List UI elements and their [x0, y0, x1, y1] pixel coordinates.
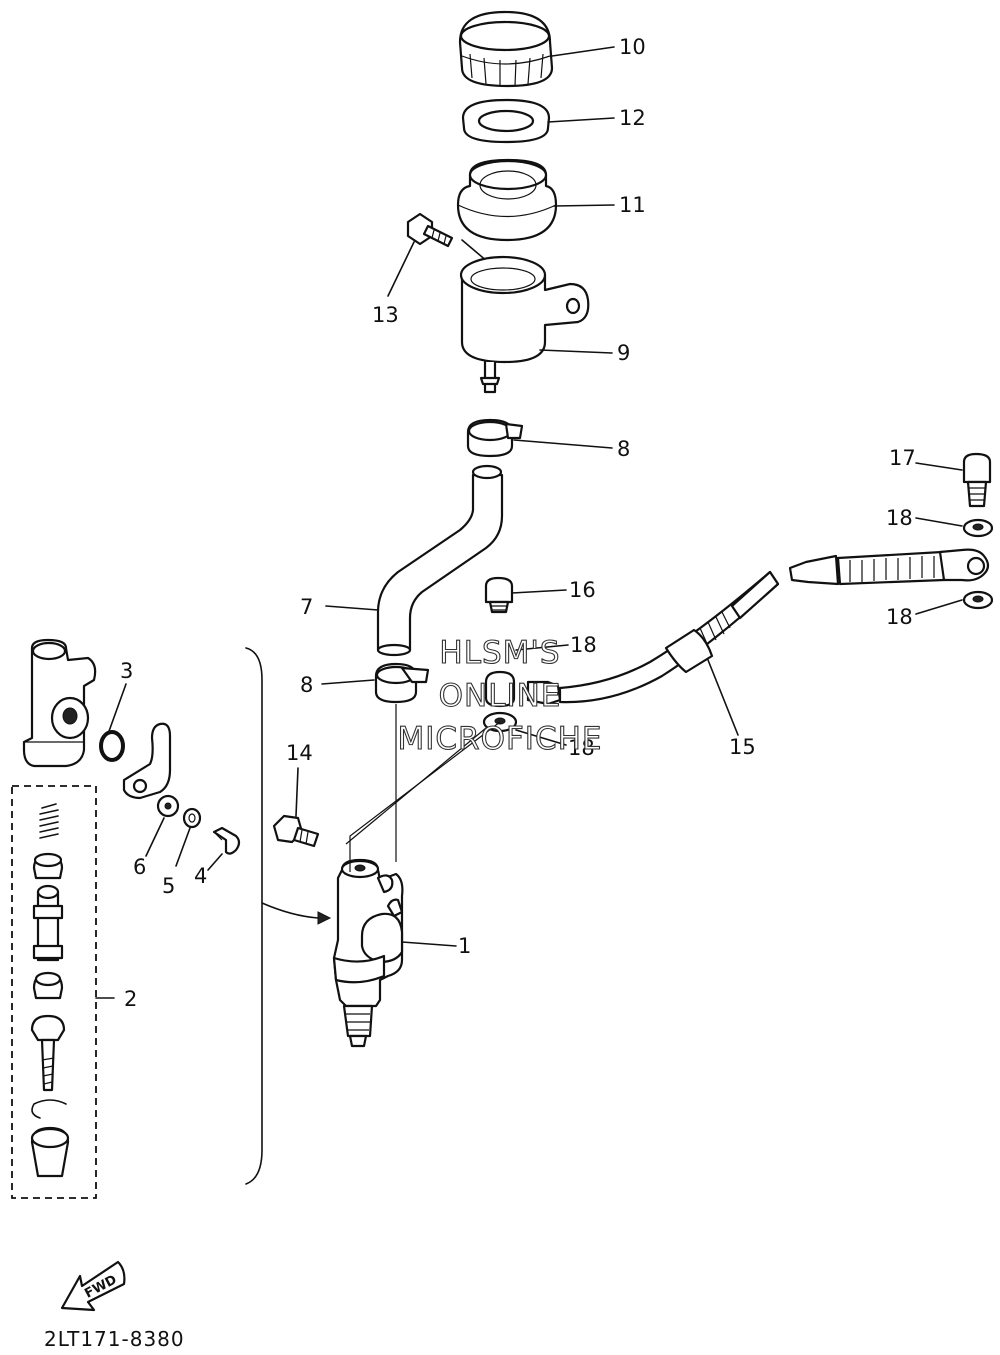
- part-16-union-bolt: [484, 576, 514, 614]
- part-4-bolt: [212, 826, 241, 855]
- fwd-arrow: FWD: [60, 1260, 126, 1312]
- callout-18-d: 18: [568, 736, 595, 760]
- callout-18-b: 18: [886, 605, 913, 629]
- watermark: HLSM'S ONLINE MICROFICHE: [397, 634, 603, 757]
- watermark-line-2: ONLINE: [439, 678, 562, 714]
- callout-labels: 10 12 11 13 9 8 17 18 18 16 18 7 8 3 18 …: [120, 35, 916, 1011]
- part-18-washer-b: [962, 590, 994, 610]
- assembly-bracket: [245, 647, 263, 1185]
- part-15-brake-hose: [526, 548, 990, 706]
- part-9-reservoir: [459, 255, 590, 394]
- callout-7: 7: [300, 595, 313, 619]
- callout-3: 3: [120, 659, 133, 683]
- callout-8-upper: 8: [617, 437, 630, 461]
- part-8-hose-clamp-lower: [374, 662, 430, 704]
- callout-14: 14: [286, 741, 313, 765]
- callout-18-a: 18: [886, 506, 913, 530]
- callout-4: 4: [194, 864, 207, 888]
- callout-13: 13: [372, 303, 399, 327]
- part-13-screw: [406, 212, 454, 248]
- part-11-diaphragm: [456, 158, 558, 242]
- assembly-arrow: [261, 902, 332, 925]
- hose-joint: [122, 722, 172, 800]
- drawing-code: 2LT171-8380: [44, 1327, 185, 1351]
- part-7-hose: [376, 464, 504, 657]
- master-cylinder-body-exploded: [22, 638, 97, 768]
- callout-18-c: 18: [570, 633, 597, 657]
- part-14-bolt: [272, 814, 320, 848]
- callout-16: 16: [569, 578, 596, 602]
- callout-2: 2: [124, 987, 137, 1011]
- part-6-washer: [156, 794, 180, 818]
- part-2-piston-kit: [11, 785, 97, 1199]
- part-18-washer-a: [962, 518, 994, 538]
- watermark-line-3: MICROFICHE: [398, 721, 603, 757]
- callout-15: 15: [729, 735, 756, 759]
- callout-9: 9: [617, 341, 630, 365]
- callout-10: 10: [619, 35, 646, 59]
- watermark-line-1: HLSM'S: [439, 635, 560, 671]
- callout-8-lower: 8: [300, 673, 313, 697]
- leader-lines: [95, 46, 963, 999]
- part-3-o-ring: [99, 730, 125, 762]
- part-10-reservoir-cap: [458, 10, 554, 88]
- callout-11: 11: [619, 193, 646, 217]
- part-18-washer-c: [484, 670, 516, 708]
- callout-1: 1: [458, 934, 471, 958]
- part-12-diaphragm-ring: [461, 98, 551, 144]
- part-1-master-cylinder: [332, 858, 404, 1048]
- part-17-union-bolt: [962, 452, 992, 508]
- callout-17: 17: [889, 446, 916, 470]
- part-8-hose-clamp-upper: [466, 418, 524, 458]
- callout-12: 12: [619, 106, 646, 130]
- alignment-lines: [345, 704, 501, 872]
- part-5-nut: [182, 807, 202, 829]
- callout-5: 5: [162, 874, 175, 898]
- callout-6: 6: [133, 855, 146, 879]
